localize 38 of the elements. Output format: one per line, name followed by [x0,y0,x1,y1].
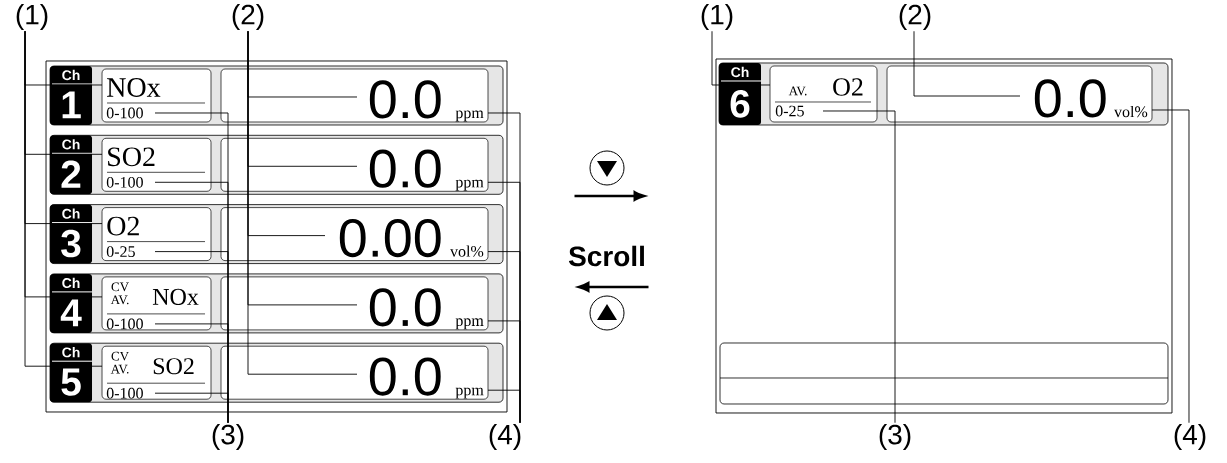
scroll-label: Scroll [568,245,644,267]
callout-number: (3) [212,423,244,451]
leader-line [487,389,521,424]
value-display: 0.0 ppm [220,137,489,192]
arrow [577,281,649,293]
leader-line [154,392,229,424]
leader-line [247,30,358,375]
message-box [719,342,1169,405]
channel-badge: Ch 2 [50,135,93,195]
channel-badge: Ch 6 [719,63,762,125]
screen-frame [45,60,508,413]
callout-number: (2) [899,3,931,31]
gas-name-box: O2 0-25 [101,207,212,261]
arrow [574,190,646,202]
channel-badge: Ch 1 [50,66,93,125]
channel-badge: Ch 4 [50,273,93,333]
gas-name-box: CV AV. SO2 0-100 [101,345,212,400]
callout-number: (2) [232,3,264,31]
leader-line [1151,109,1190,424]
leader-line [711,30,771,86]
callout-number: (1) [701,3,733,31]
gas-name-box: AV. O2 0-25 [769,65,878,123]
gas-name-box: SO2 0-100 [101,137,212,192]
value-display: 0.0 ppm [220,68,489,123]
leader-line [913,30,1021,97]
callout-number: (1) [16,3,48,31]
callout-number: (4) [1174,423,1206,451]
value-display: 0.0 ppm [220,345,489,400]
leader-line [822,110,896,424]
channel-badge: Ch 3 [50,204,93,264]
callout-number: (4) [489,423,521,451]
screen-frame [715,58,1173,414]
leader-line [24,30,103,367]
gas-name-box: NOx 0-100 [101,68,212,123]
channel-badge: Ch 5 [50,343,93,403]
callout-number: (3) [879,423,911,451]
gas-name-box: CV AV. NOx 0-100 [101,276,212,331]
value-display: 0.0 ppm [220,276,489,331]
